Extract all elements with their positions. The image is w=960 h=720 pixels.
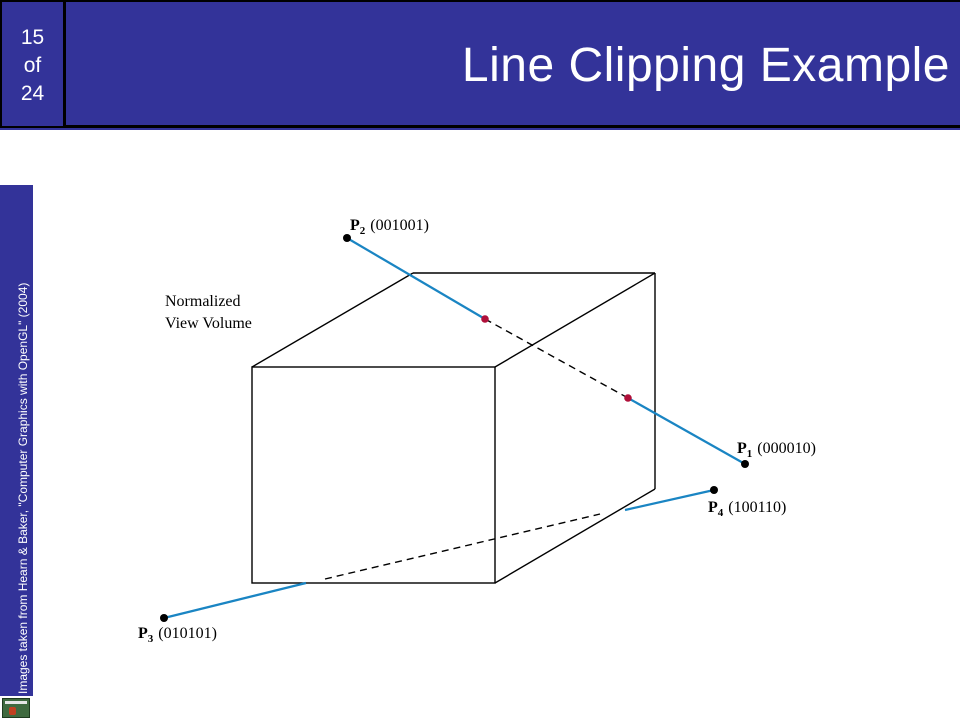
point-p4	[710, 486, 718, 494]
p2-letter: P	[350, 217, 360, 234]
point-p2	[343, 234, 351, 242]
cube-front-face	[251, 366, 496, 584]
volume-label-line1: Normalized	[165, 293, 241, 310]
slide-header: 15 of 24 Line Clipping Example	[0, 0, 960, 130]
slide-total: 24	[20, 82, 45, 105]
p3-letter: P	[138, 625, 148, 642]
point-p3	[160, 614, 168, 622]
p1-letter: P	[737, 440, 747, 457]
cube-edge-top-left	[251, 272, 414, 368]
segment-p1-outside	[627, 397, 746, 465]
volume-label-line2: View Volume	[165, 315, 252, 332]
logo-figure	[9, 707, 16, 715]
p1-label: P1 (000010)	[737, 440, 816, 460]
intersection-point-2	[624, 394, 632, 402]
p4-letter: P	[708, 499, 718, 516]
segment-p4-outside	[624, 488, 715, 512]
segment-p2-outside	[346, 237, 486, 320]
p3-label: P3 (010101)	[138, 625, 217, 645]
p3-sub: 3	[148, 633, 154, 645]
p2-sub: 2	[360, 225, 366, 237]
title-box: Line Clipping Example	[66, 0, 960, 128]
segment-p3-outside	[163, 581, 307, 620]
cube-edge-top-right	[494, 272, 656, 368]
point-p1	[741, 460, 749, 468]
p2-code: (001001)	[370, 217, 429, 234]
p1-code: (000010)	[757, 440, 816, 457]
segment-p2-p1-clipped	[484, 318, 629, 399]
slide-number-box: 15 of 24	[0, 0, 66, 128]
p4-code: (100110)	[728, 499, 786, 516]
credit-sidebar	[0, 185, 33, 696]
slide-of-label: of	[23, 54, 42, 77]
p4-sub: 4	[718, 507, 724, 519]
logo-strip	[5, 701, 27, 704]
logo-icon	[2, 698, 30, 718]
p3-code: (010101)	[158, 625, 217, 642]
view-volume-cube	[251, 272, 656, 584]
p4-label: P4 (100110)	[708, 499, 786, 519]
intersection-point-1	[481, 315, 489, 323]
p2-label: P2 (001001)	[350, 217, 429, 237]
segment-p3-p4-hidden	[324, 513, 601, 580]
slide-title: Line Clipping Example	[461, 39, 950, 92]
slide-number: 15	[20, 26, 45, 49]
cube-edge-bottom-right	[494, 488, 656, 584]
p1-sub: 1	[747, 448, 753, 460]
